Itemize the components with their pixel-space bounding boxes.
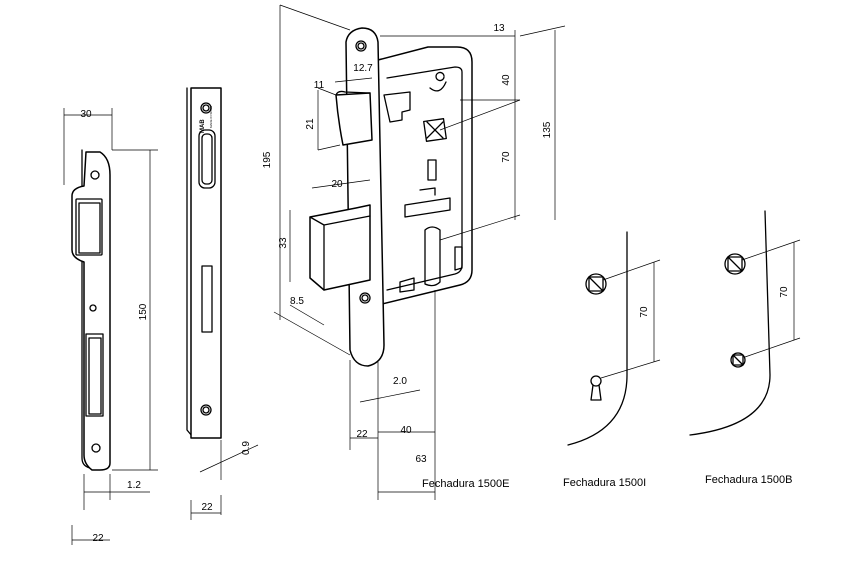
escutcheon-1500b — [689, 210, 801, 436]
dim-bolt-throw: 8.5 — [290, 296, 304, 307]
faceplate-brand: MAB — [200, 119, 206, 133]
faceplate — [186, 87, 259, 520]
dim-escutcheon-b: 70 — [779, 286, 790, 298]
dim-latch-width: 11 — [314, 80, 325, 91]
dim-bolt-height: 33 — [278, 237, 289, 249]
dim-faceplate-width: 22 — [356, 429, 368, 440]
dim-backset: 40 — [400, 425, 412, 436]
dim-latch-height: 21 — [305, 118, 316, 130]
dim-strike-thickness: 1.2 — [127, 480, 141, 491]
dim-key-to-cylinder: 70 — [501, 151, 512, 163]
dim-latch-offset: 12.7 — [353, 63, 373, 74]
dim-faceplate-depth: 22 — [201, 502, 213, 513]
dim-bolt-width: 20 — [331, 179, 343, 190]
strike-plate — [63, 108, 158, 545]
caption-1500b: Fechadura 1500B — [705, 474, 793, 486]
dim-faceplate-height: 195 — [262, 151, 273, 168]
dim-strike-height: 150 — [138, 303, 149, 320]
caption-1500e: Fechadura 1500E — [422, 478, 510, 490]
dim-escutcheon-i: 70 — [639, 306, 650, 318]
dim-faceplate-offset: 2.0 — [393, 376, 407, 387]
dim-total-height: 135 — [542, 121, 553, 138]
dim-faceplate-thickness: 0.9 — [241, 441, 252, 455]
dim-strike-depth: 22 — [92, 533, 104, 544]
escutcheon-1500i — [567, 231, 661, 446]
caption-1500i: Fechadura 1500I — [563, 477, 647, 489]
dim-strike-width: 30 — [80, 109, 92, 120]
faceplate-origin: MADE IN SPAIN — [209, 106, 213, 128]
dim-case-width: 63 — [415, 454, 427, 465]
lock-body — [273, 4, 566, 500]
dim-top-to-key: 40 — [501, 74, 512, 86]
dim-backset-thickness: 13 — [493, 23, 505, 34]
